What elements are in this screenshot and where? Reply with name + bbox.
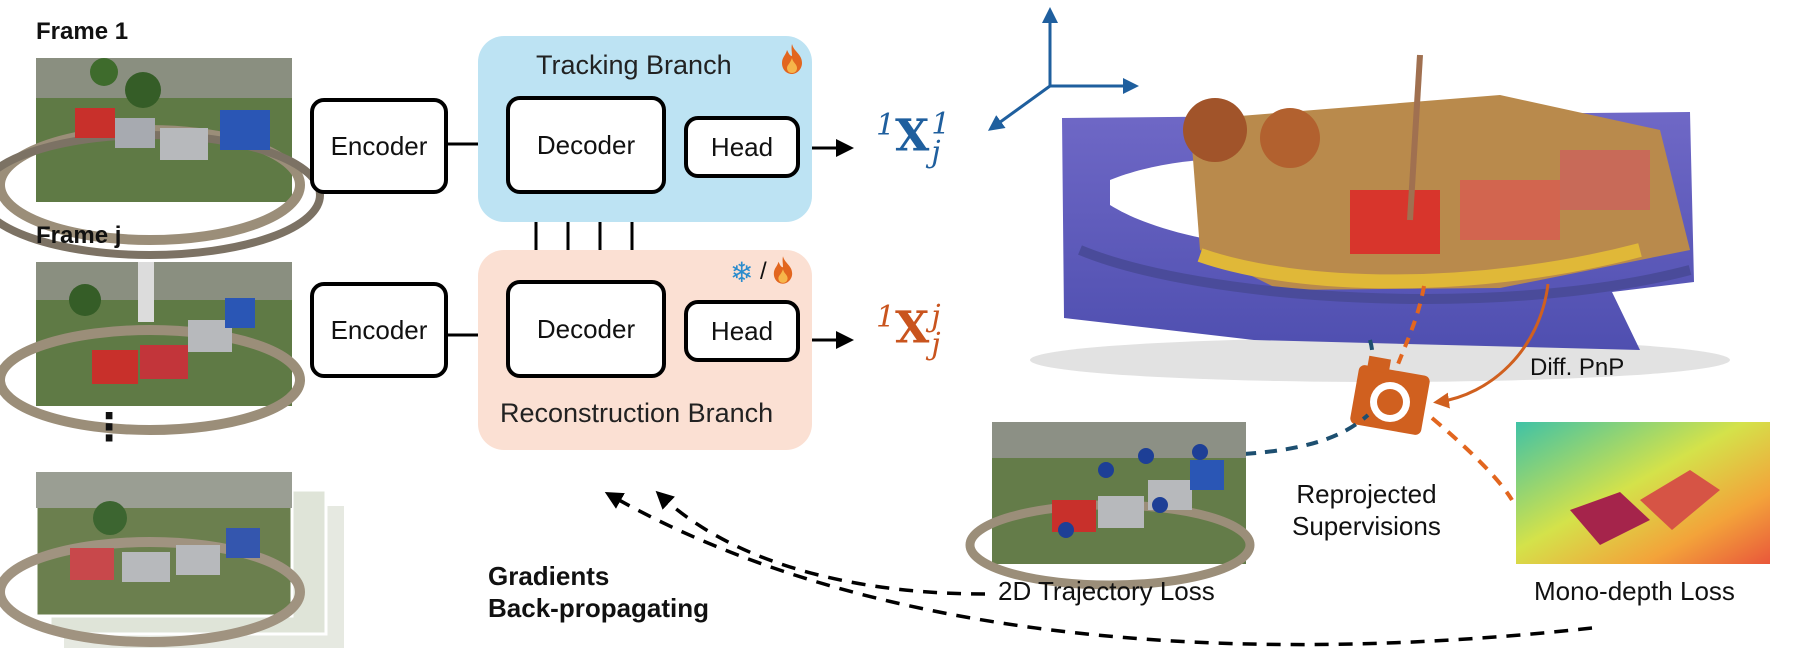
pnp-label: Diff. PnP (1530, 354, 1625, 381)
reconstruction-output-base: X (895, 302, 930, 354)
frames-ellipsis: ⋮ (90, 407, 128, 449)
tracking-decoder-box: Decoder (506, 96, 666, 194)
reconstruction-decoder-box: Decoder (506, 280, 666, 378)
reconstruction-branch-title: Reconstruction Branch (500, 398, 774, 428)
dash-to-trajectory (1243, 413, 1370, 456)
tracking-output-sub: j (931, 135, 941, 171)
framej-image (0, 262, 305, 435)
tracking-encoder-box: Encoder (310, 98, 448, 194)
reconstruction-output-pre: 1 (876, 300, 896, 335)
framej-label: Frame j (36, 222, 122, 249)
trajectory-image (965, 422, 1255, 590)
slash-separator: / (760, 258, 767, 285)
dash-to-depth (1430, 416, 1514, 502)
gradients-label: Gradients Back-propagating (488, 560, 709, 624)
trajectory-loss-label: 2D Trajectory Loss (998, 576, 1215, 606)
depth-image (1516, 422, 1770, 564)
camera-icon (1350, 355, 1430, 435)
tracking-head-box: Head (684, 116, 800, 178)
gradients-label-line1: Gradients (488, 561, 610, 591)
reconstruction-encoder-box: Encoder (310, 282, 448, 378)
gradient-arrow-traj (655, 490, 986, 596)
reconstruction-pointcloud (1030, 54, 1730, 382)
snowflake-icon: ❄ (730, 257, 754, 288)
frame1-image (0, 58, 324, 259)
reconstruction-head-box: Head (684, 300, 800, 362)
frame-stack (0, 470, 344, 648)
tracking-output-base: X (895, 110, 930, 162)
gradient-arrow-depth (604, 492, 1593, 647)
pnp-arrow (1433, 283, 1550, 409)
reconstruction-output-sub: j (931, 327, 941, 363)
fire-icon-small (772, 256, 794, 291)
coordinate-axes (987, 7, 1139, 131)
tracking-branch-title: Tracking Branch (536, 50, 732, 80)
frame1-label: Frame 1 (36, 18, 129, 45)
gradients-label-line2: Back-propagating (488, 593, 710, 623)
fire-icon (780, 44, 804, 81)
reprojected-label-line1: Reprojected (1296, 479, 1437, 509)
reprojected-label: Reprojected Supervisions (1292, 478, 1441, 542)
tracking-output-pre: 1 (876, 108, 896, 143)
reconstruction-output-sup: j (931, 299, 941, 335)
depth-loss-label: Mono-depth Loss (1534, 576, 1735, 606)
tracking-output-sup: 1 (931, 107, 951, 143)
reprojected-label-line2: Supervisions (1292, 511, 1441, 541)
